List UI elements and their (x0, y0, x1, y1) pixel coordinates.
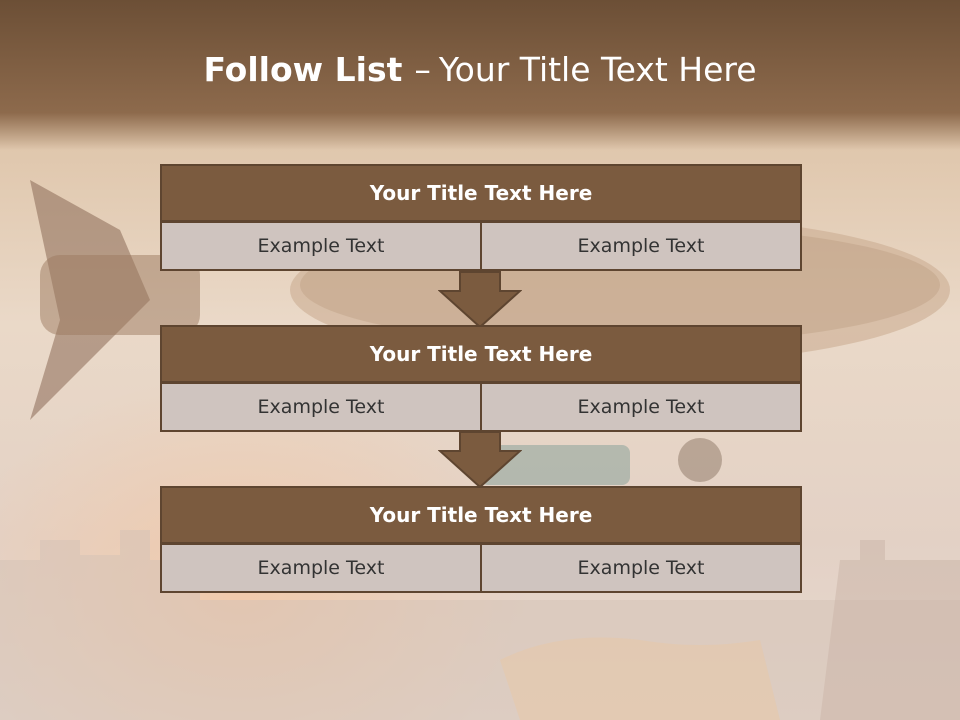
block-cell-left: Example Text (160, 543, 482, 593)
block-title: Your Title Text Here (160, 164, 802, 222)
down-arrow-icon (438, 271, 522, 329)
title-separator: – (414, 50, 431, 89)
list-block-2: Your Title Text Here Example Text Exampl… (160, 325, 802, 432)
block-row: Example Text Example Text (160, 543, 802, 593)
down-arrow-icon (438, 431, 522, 489)
block-row: Example Text Example Text (160, 221, 802, 271)
block-cell-right: Example Text (480, 543, 802, 593)
block-cell-right: Example Text (480, 221, 802, 271)
block-cell-left: Example Text (160, 221, 482, 271)
block-cell-left: Example Text (160, 382, 482, 432)
list-block-3: Your Title Text Here Example Text Exampl… (160, 486, 802, 593)
block-cell-right: Example Text (480, 382, 802, 432)
block-title: Your Title Text Here (160, 325, 802, 383)
block-title: Your Title Text Here (160, 486, 802, 544)
list-block-1: Your Title Text Here Example Text Exampl… (160, 164, 802, 271)
block-row: Example Text Example Text (160, 382, 802, 432)
title-rest-part: Your Title Text Here (438, 50, 757, 89)
title-bold-part: Follow List (203, 50, 403, 89)
slide-title: Follow List–Your Title Text Here (0, 50, 960, 89)
